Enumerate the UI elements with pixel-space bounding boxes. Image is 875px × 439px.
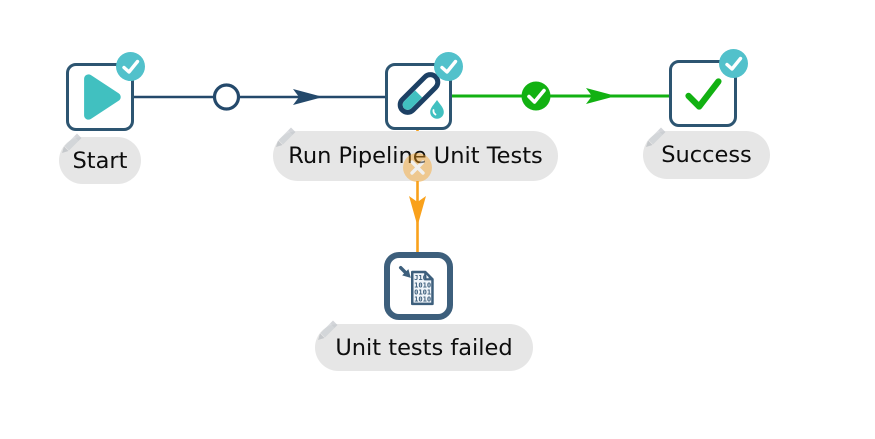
droplet-icon (429, 99, 444, 119)
checked-badge-icon (116, 52, 145, 81)
checked-badge-icon (434, 52, 463, 81)
success-hop-check-icon[interactable] (521, 81, 551, 111)
failure-hop-x-icon[interactable] (401, 151, 434, 184)
binary-row: 1010 (414, 280, 431, 289)
node-label-text: Success (661, 142, 752, 168)
node-label-run-pipeline-unit-tests[interactable]: Run Pipeline Unit Tests (273, 127, 558, 181)
node-label-unit-tests-failed[interactable]: Unit tests failed (315, 320, 533, 371)
binary-row: 0101 (414, 287, 431, 296)
action-node-unit-tests-failed[interactable]: J101 1010 0101 1010 (384, 252, 453, 320)
pencil-icon (276, 127, 296, 147)
test-tube-icon (397, 71, 444, 119)
pencil-icon (646, 127, 666, 147)
hop-start-to-tests[interactable] (134, 83, 386, 111)
unconditional-hop-circle-icon[interactable] (212, 83, 241, 111)
binary-document-icon: J101 1010 0101 1010 (398, 265, 434, 306)
pencil-icon (62, 133, 82, 153)
action-node-run-pipeline-unit-tests[interactable] (385, 52, 463, 130)
arrowhead-icon (586, 88, 616, 104)
play-icon (84, 74, 121, 120)
action-node-start[interactable] (66, 52, 145, 131)
node-label-text: Start (72, 147, 128, 174)
binary-row: 1010 (414, 294, 431, 303)
node-label-success[interactable]: Success (643, 127, 770, 179)
arrowhead-icon (409, 196, 426, 226)
checked-badge-icon (719, 49, 748, 78)
node-label-text: Run Pipeline Unit Tests (288, 143, 543, 169)
green-check-icon (685, 77, 722, 110)
binary-row: J101 (414, 273, 431, 282)
node-label-text: Unit tests failed (335, 334, 513, 361)
hop-tests-to-success[interactable] (452, 81, 670, 111)
node-label-start[interactable]: Start (59, 133, 141, 184)
arrowhead-icon (293, 89, 323, 105)
pencil-icon (318, 320, 338, 340)
action-node-success[interactable] (669, 49, 748, 127)
